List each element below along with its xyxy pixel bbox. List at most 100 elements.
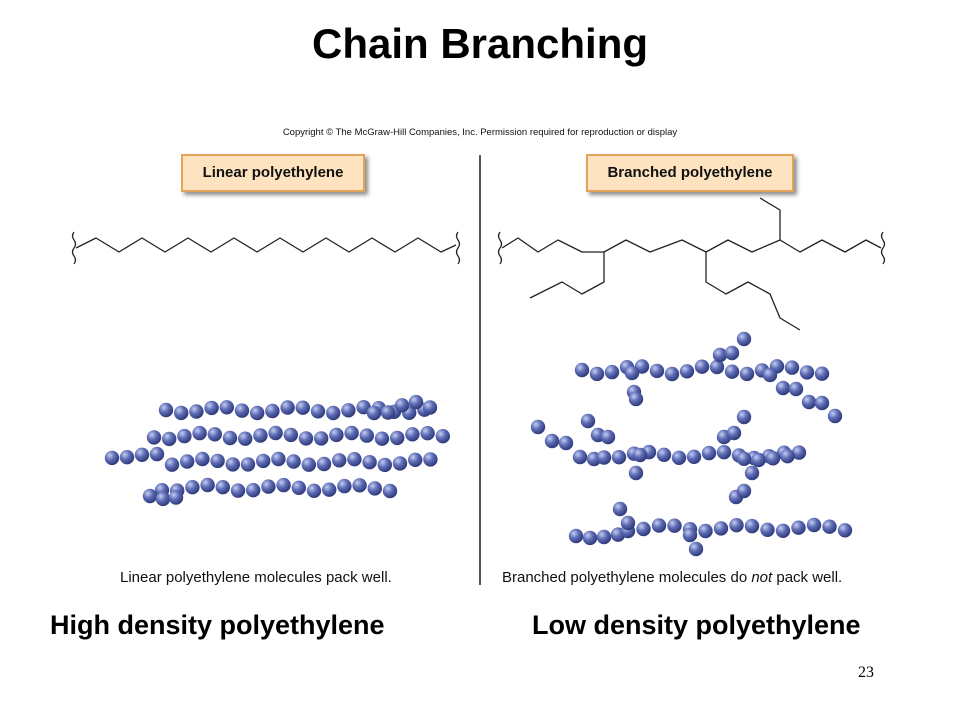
carbon-sphere	[558, 435, 574, 451]
carbon-sphere	[408, 452, 423, 467]
carbon-sphere	[265, 403, 280, 419]
carbon-sphere	[276, 477, 291, 493]
carbon-sphere	[256, 453, 271, 469]
carbon-sphere	[268, 425, 283, 441]
carbon-sphere	[359, 428, 374, 443]
carbon-sphere	[238, 431, 253, 446]
carbon-sphere	[784, 360, 800, 375]
branched-caption: Branched polyethylene molecules do not p…	[502, 569, 842, 586]
carbon-sphere	[164, 457, 180, 472]
carbon-sphere	[189, 404, 204, 419]
carbon-sphere	[596, 529, 612, 545]
branched-caption-emphasis: not	[751, 569, 773, 586]
carbon-sphere	[162, 431, 177, 447]
carbon-sphere	[408, 394, 424, 410]
carbon-sphere	[822, 519, 837, 534]
carbon-sphere	[422, 400, 438, 415]
carbon-sphere	[192, 425, 207, 441]
linear-polyethylene-label: Linear polyethylene	[181, 154, 365, 192]
carbon-sphere	[600, 429, 616, 445]
carbon-sphere	[682, 527, 698, 543]
carbon-sphere	[694, 359, 710, 374]
carbon-sphere	[716, 445, 732, 460]
carbon-sphere	[134, 447, 150, 462]
carbon-sphere	[724, 364, 740, 379]
carbon-sphere	[382, 483, 398, 499]
carbon-sphere	[760, 522, 775, 537]
slide-title: Chain Branching	[311, 20, 649, 67]
carbon-sphere	[544, 433, 560, 449]
carbon-sphere	[624, 365, 640, 381]
carbon-sphere	[806, 517, 822, 533]
carbon-sphere	[762, 367, 778, 383]
page-number: 23	[858, 664, 874, 681]
carbon-sphere	[240, 457, 256, 472]
carbon-sphere	[632, 447, 648, 463]
carbon-sphere	[271, 451, 286, 467]
carbon-sphere	[362, 455, 377, 470]
chain-end-mark-right-1	[497, 231, 503, 265]
carbon-sphere	[392, 456, 408, 471]
carbon-sphere	[589, 366, 605, 382]
carbon-sphere	[261, 479, 276, 494]
carbon-sphere	[119, 450, 135, 465]
carbon-sphere	[146, 430, 162, 445]
carbon-sphere	[649, 363, 665, 379]
carbon-sphere	[726, 425, 742, 441]
carbon-sphere	[596, 450, 612, 465]
carbon-sphere	[775, 523, 791, 538]
low-density-label: Low density polyethylene	[532, 610, 861, 640]
carbon-sphere	[739, 366, 755, 382]
carbon-sphere	[612, 501, 628, 517]
carbon-sphere	[149, 446, 165, 462]
carbon-sphere	[390, 430, 405, 446]
carbon-sphere	[712, 347, 728, 363]
carbon-sphere	[530, 419, 546, 435]
branched-polyethylene-label: Branched polyethylene	[586, 154, 794, 192]
carbon-sphere	[736, 451, 752, 466]
carbon-sphere	[837, 523, 853, 538]
carbon-sphere	[744, 518, 760, 534]
linear-chain-skeleton	[75, 237, 457, 253]
carbon-sphere	[671, 450, 687, 465]
carbon-sphere	[337, 478, 352, 494]
branched-main-chain	[501, 237, 882, 253]
carbon-sphere	[377, 457, 392, 473]
carbon-sphere	[751, 452, 766, 468]
carbon-sphere	[177, 428, 192, 444]
carbon-sphere	[423, 452, 438, 467]
high-density-label: High density polyethylene	[50, 610, 385, 640]
carbon-sphere	[301, 457, 316, 472]
carbon-sphere	[628, 465, 644, 481]
carbon-sphere	[222, 430, 238, 446]
linear-caption: Linear polyethylene molecules pack well.	[120, 569, 392, 586]
carbon-sphere	[366, 405, 382, 421]
carbon-sphere	[352, 478, 367, 493]
carbon-sphere	[230, 483, 246, 498]
copyright-notice: Copyright © The McGraw-Hill Companies, I…	[282, 127, 678, 138]
branch-3	[759, 197, 781, 240]
carbon-sphere	[651, 518, 667, 533]
carbon-sphere	[344, 425, 359, 441]
carbon-sphere	[736, 331, 752, 347]
carbon-sphere	[611, 450, 627, 465]
carbon-sphere	[295, 400, 310, 415]
carbon-sphere	[306, 483, 322, 498]
branched-caption-after: pack well.	[772, 569, 843, 586]
carbon-sphere	[326, 405, 341, 421]
carbon-sphere	[791, 520, 806, 535]
carbon-sphere	[204, 400, 219, 416]
carbon-sphere	[234, 403, 250, 418]
carbon-sphere	[765, 451, 781, 466]
carbon-sphere	[246, 483, 261, 498]
branched-molecule-spheres	[530, 331, 853, 557]
carbon-sphere	[667, 518, 682, 533]
carbon-sphere	[215, 480, 230, 495]
carbon-sphere	[405, 427, 420, 442]
carbon-sphere	[791, 445, 807, 460]
carbon-sphere	[219, 400, 234, 415]
carbon-sphere	[744, 465, 760, 481]
carbon-sphere	[253, 428, 268, 443]
carbon-sphere	[568, 528, 584, 544]
